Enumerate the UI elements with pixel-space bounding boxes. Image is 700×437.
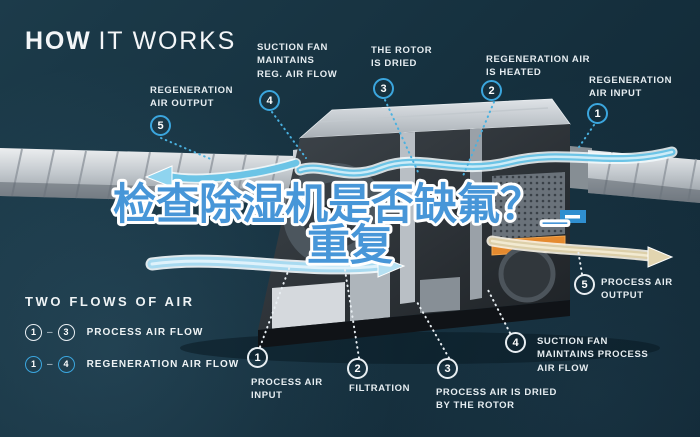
right-duct xyxy=(570,146,700,203)
process-fan xyxy=(498,245,556,303)
legend-badge-end: 4 xyxy=(57,355,75,373)
callout-label-process-air-output: PROCESS AIR OUTPUT xyxy=(601,277,673,302)
process-input-arrow xyxy=(145,254,406,278)
badge-regen-3: 3 xyxy=(373,78,394,99)
badge-regen-1: 1 xyxy=(587,103,608,124)
title-word-bold: HOW xyxy=(25,27,92,55)
leader-line-regen-4 xyxy=(271,111,307,159)
callout-label-regeneration-air-heated: REGENERATION AIR IS HEATED xyxy=(486,54,591,79)
legend-row-process: 1 – 3 PROCESS AIR FLOW xyxy=(25,323,239,341)
legend-label-regeneration: REGENERATION AIR FLOW xyxy=(86,358,240,370)
badge-process-5: 5 xyxy=(574,274,595,295)
badge-process-1: 1 xyxy=(247,347,268,368)
divider-panel xyxy=(400,130,415,304)
legend-badge-start: 1 xyxy=(25,323,42,341)
regeneration-flow-arrow xyxy=(144,146,678,188)
badge-regen-4: 4 xyxy=(259,90,280,111)
callout-label-regeneration-air-input: REGENERATION AIR INPUT xyxy=(589,75,673,100)
badge-process-2: 2 xyxy=(347,358,368,379)
machine-body xyxy=(258,98,586,348)
leader-line-process-3 xyxy=(416,301,450,359)
legend-row-regeneration: 1 – 4 REGENERATION AIR FLOW xyxy=(25,355,239,373)
legend-heading: TWO FLOWS OF AIR xyxy=(25,294,195,309)
leader-line-process-1 xyxy=(259,265,291,348)
callout-label-suction-fan-reg: SUCTION FAN MAINTAINS REG. AIR FLOW xyxy=(257,42,338,80)
badge-process-3: 3 xyxy=(437,358,458,379)
callout-label-process-air-input: PROCESS AIR INPUT xyxy=(251,377,323,402)
leader-line-regen-1 xyxy=(576,124,595,151)
machine-base xyxy=(258,300,570,348)
leader-line-regen-5 xyxy=(160,137,214,161)
legend-dash: – xyxy=(47,326,53,338)
callout-label-regeneration-air-output: REGENERATION AIR OUTPUT xyxy=(150,85,234,110)
callout-label-rotor-is-dried: THE ROTOR IS DRIED xyxy=(371,45,433,70)
rotor-panel xyxy=(470,126,482,300)
badge-regen-5: 5 xyxy=(150,115,171,136)
legend-dash: – xyxy=(47,358,53,370)
leader-line-regen-2 xyxy=(462,101,495,177)
rotor-mesh xyxy=(492,172,565,240)
callout-label-suction-fan-process: SUCTION FAN MAINTAINS PROCESS AIR FLOW xyxy=(537,336,649,374)
legend-badge-start: 1 xyxy=(25,355,42,373)
badge-process-4: 4 xyxy=(505,332,526,353)
leader-line-process-4 xyxy=(486,287,511,334)
callout-label-process-air-dried: PROCESS AIR IS DRIED BY THE ROTOR xyxy=(436,387,557,412)
process-output-arrow xyxy=(486,235,674,268)
badge-regen-2: 2 xyxy=(481,80,502,101)
callout-label-filtration: FILTRATION xyxy=(349,383,411,394)
leader-line-process-5 xyxy=(577,249,583,275)
title-word-light: IT WORKS xyxy=(98,27,237,55)
legend-two-flows: TWO FLOWS OF AIR 1 – 3 PROCESS AIR FLOW … xyxy=(25,294,239,373)
legend-label-process: PROCESS AIR FLOW xyxy=(86,326,204,338)
leader-line-process-2 xyxy=(344,269,360,359)
legend-badge-end: 3 xyxy=(57,323,75,341)
